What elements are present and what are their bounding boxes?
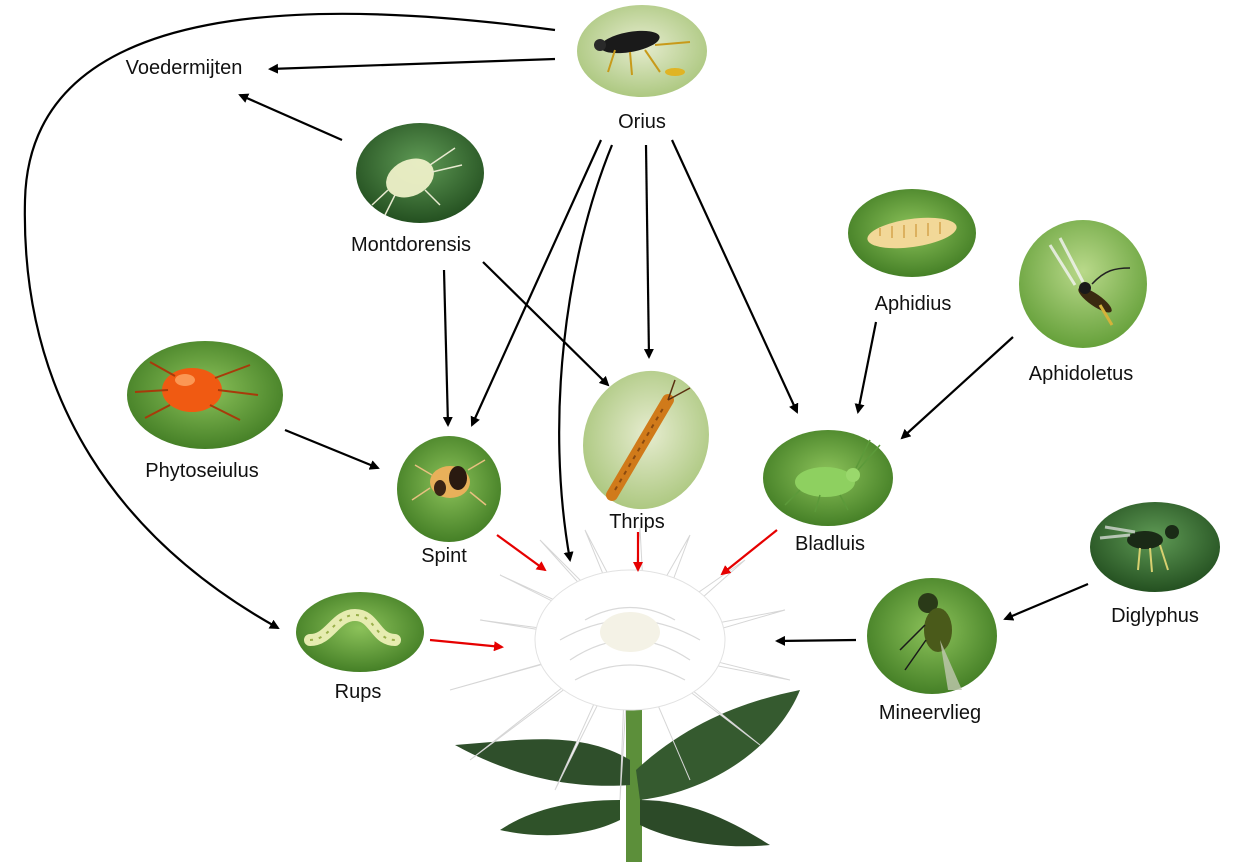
label-rups: Rups bbox=[335, 680, 382, 704]
arrow-montdorensis-voedermijten bbox=[240, 95, 342, 140]
label-aphidoletus: Aphidoletus bbox=[1029, 362, 1134, 386]
label-spint: Spint bbox=[421, 544, 467, 568]
arrow-diglyphus-mineervlieg bbox=[1005, 584, 1088, 619]
spint-photo bbox=[397, 436, 501, 542]
arrow-mineervlieg-flower bbox=[777, 640, 856, 641]
orius-photo bbox=[577, 5, 707, 97]
arrow-aphidius-bladluis bbox=[858, 322, 876, 412]
label-voedermijten: Voedermijten bbox=[126, 56, 243, 80]
mineervlieg-photo bbox=[867, 578, 997, 694]
bladluis-photo bbox=[763, 430, 893, 526]
arrow-bladluis-flower bbox=[722, 530, 777, 574]
label-montdorensis: Montdorensis bbox=[351, 233, 471, 257]
arrow-orius-rups bbox=[25, 14, 555, 628]
diglyphus-photo bbox=[1090, 502, 1220, 592]
label-mineervlieg: Mineervlieg bbox=[879, 701, 981, 725]
label-phytoseiulus: Phytoseiulus bbox=[145, 459, 258, 483]
arrow-aphidoletus-bladluis bbox=[902, 337, 1013, 438]
phytoseiulus-photo bbox=[127, 341, 283, 449]
arrow-orius-thrips bbox=[646, 145, 649, 357]
arrow-phytoseiulus-spint bbox=[285, 430, 378, 468]
label-orius: Orius bbox=[618, 110, 666, 134]
arrow-rups-flower bbox=[430, 640, 502, 647]
arrow-orius-bladluis bbox=[672, 140, 797, 412]
arrow-orius-voedermijten bbox=[270, 59, 555, 69]
aphidius-photo bbox=[848, 189, 976, 277]
arrow-orius-flower bbox=[559, 145, 612, 560]
chrysanthemum-icon bbox=[450, 528, 800, 862]
thrips-photo bbox=[564, 353, 728, 527]
arrow-orius-spint bbox=[472, 140, 601, 425]
arrow-spint-flower bbox=[497, 535, 545, 570]
arrows-black bbox=[25, 14, 1088, 641]
rups-photo bbox=[296, 592, 424, 672]
label-thrips: Thrips bbox=[609, 510, 665, 534]
label-diglyphus: Diglyphus bbox=[1111, 604, 1199, 628]
label-bladluis: Bladluis bbox=[795, 532, 865, 556]
arrow-montdorensis-spint bbox=[444, 270, 448, 425]
montdorensis-photo bbox=[356, 123, 484, 223]
label-aphidius: Aphidius bbox=[875, 292, 952, 316]
aphidoletus-photo bbox=[1019, 220, 1147, 348]
arrow-montdorensis-thrips bbox=[483, 262, 608, 385]
